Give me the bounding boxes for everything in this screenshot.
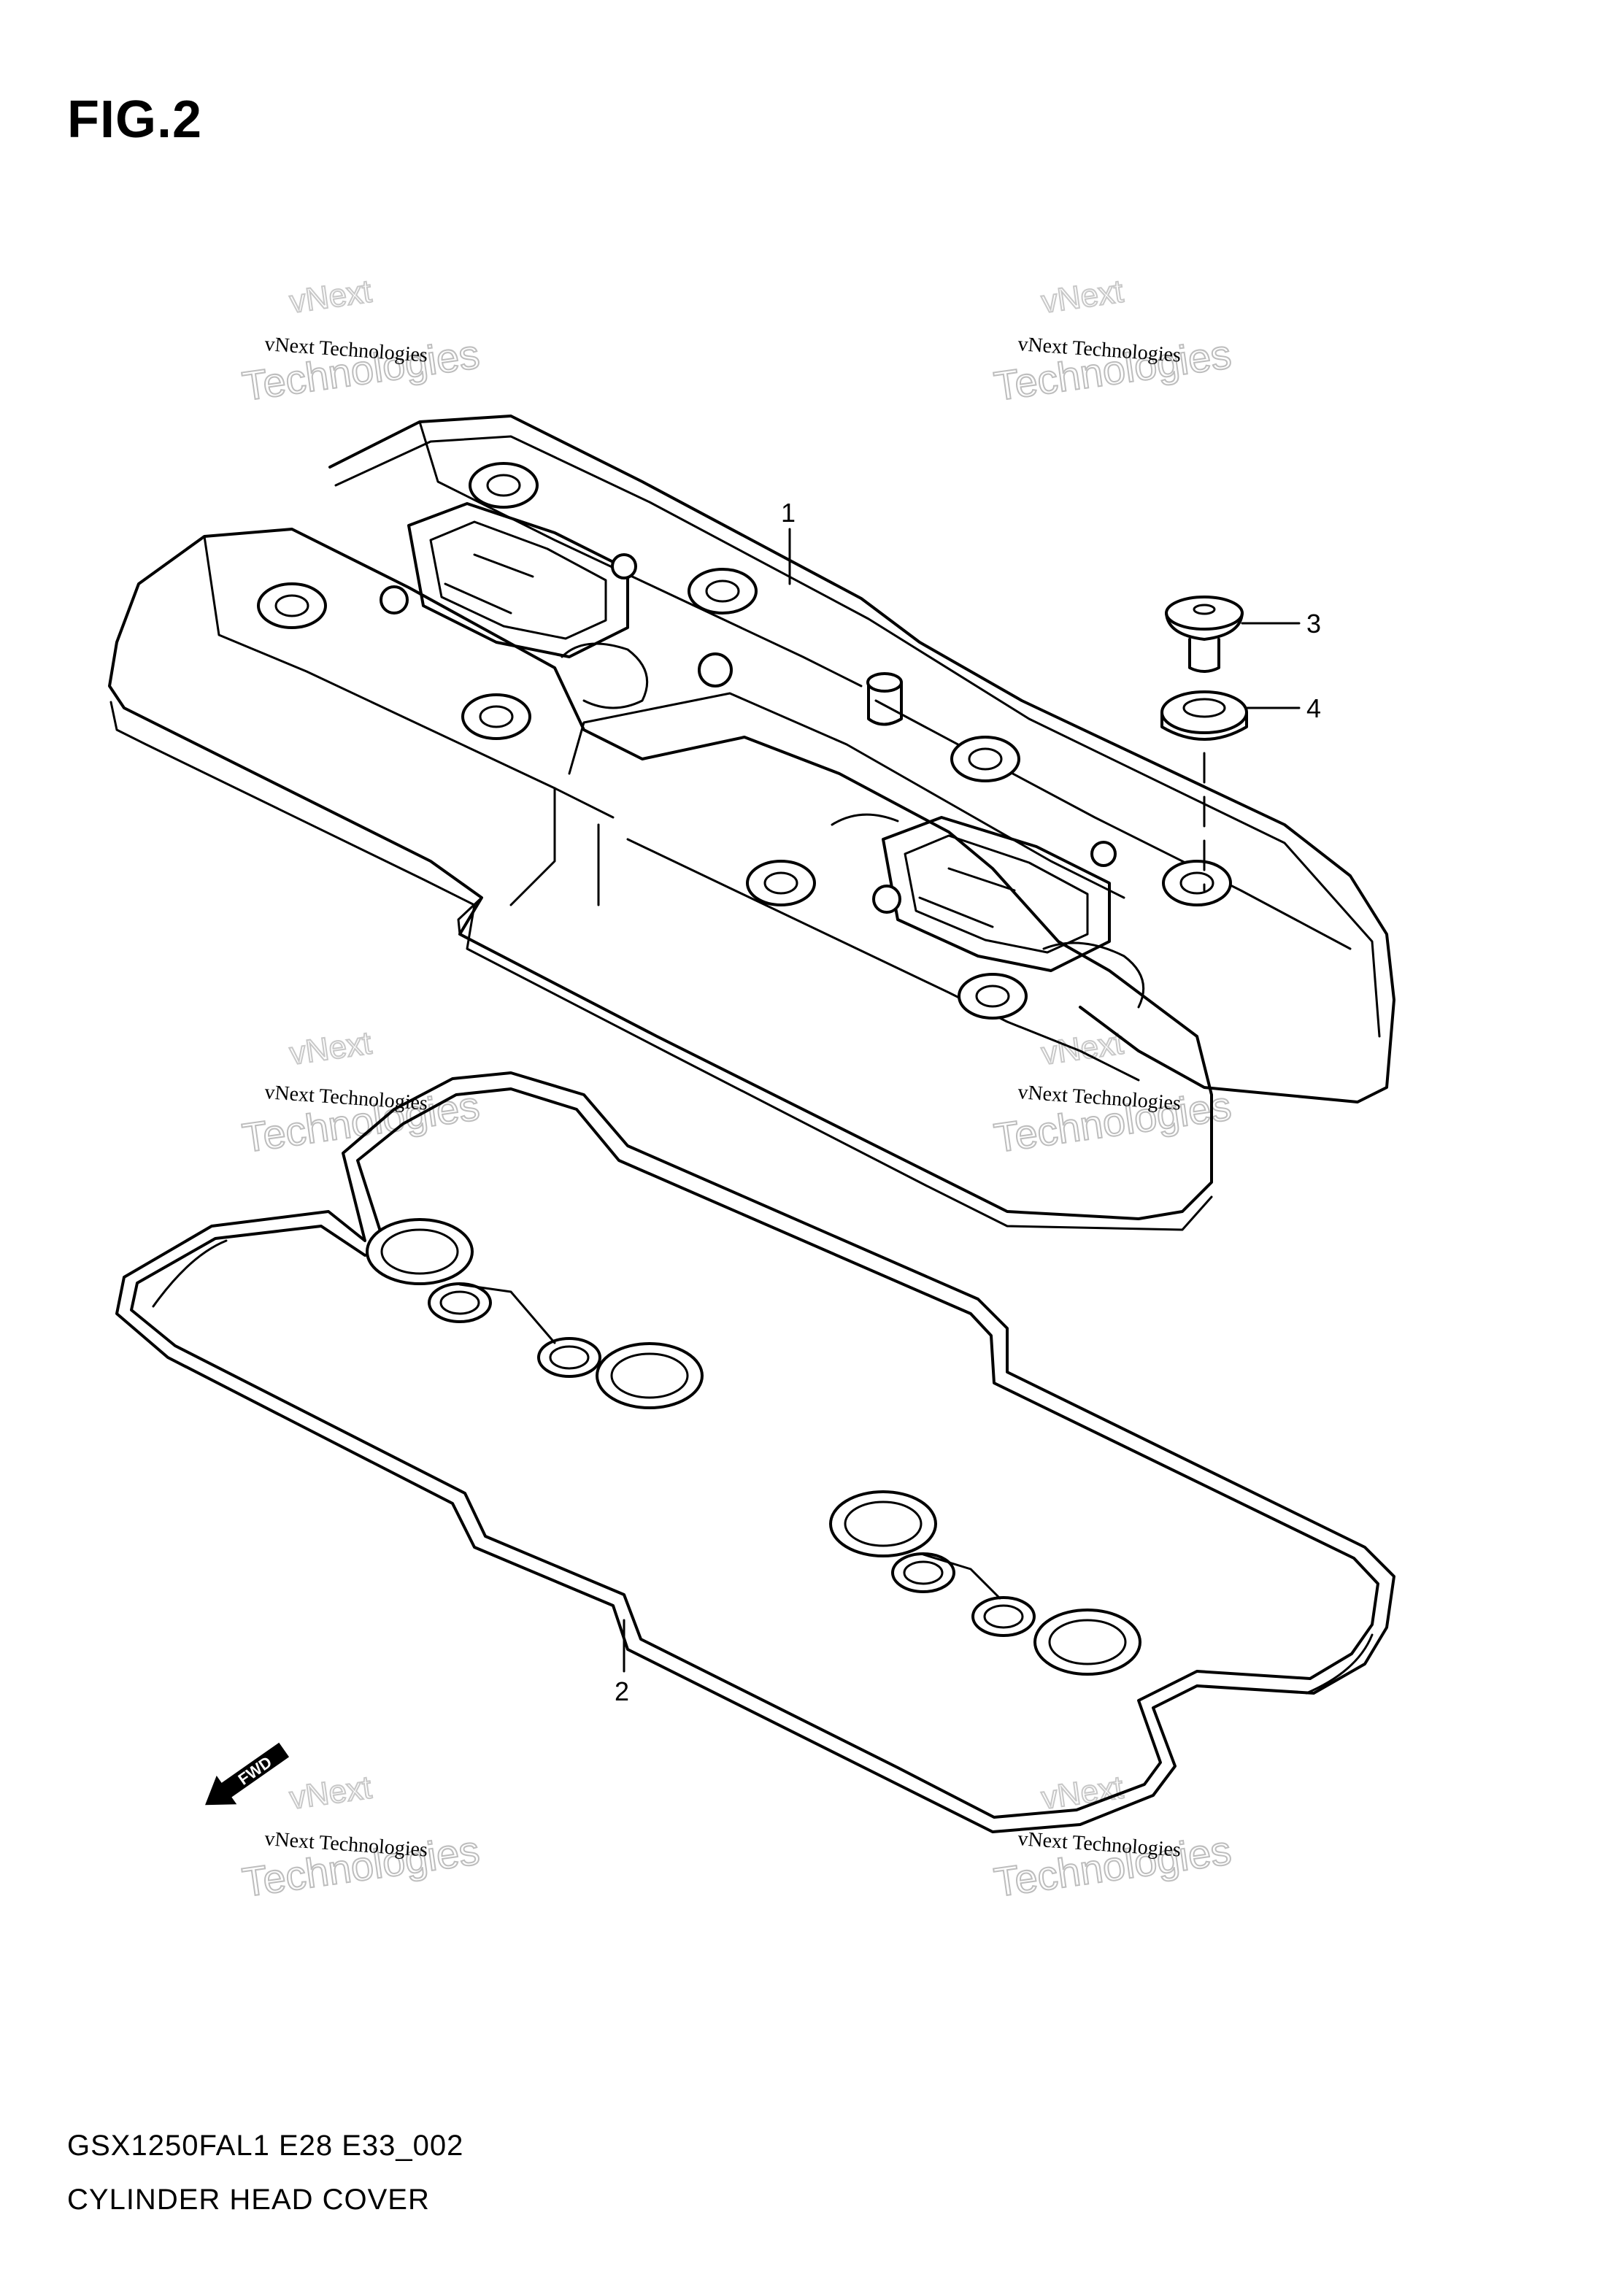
callout-1-number: 1 (781, 498, 796, 528)
watermark-top: vNext (288, 1025, 374, 1072)
figure-title: FIG.2 (67, 90, 203, 149)
watermark-top: vNext (1039, 274, 1125, 320)
watermark-top: vNext (288, 1770, 374, 1817)
washer-drawing (1160, 690, 1248, 741)
callout-4-number: 4 (1306, 693, 1321, 723)
fwd-direction-marker: FWD (205, 1742, 290, 1806)
callout-3: 3 (1241, 609, 1321, 639)
callout-3-number: 3 (1306, 609, 1321, 639)
bolt-boss-group (257, 462, 1232, 1020)
cover-gasket-drawing (115, 1071, 1395, 1833)
bolt-drawing (1165, 596, 1244, 673)
cylinder-head-cover-drawing (108, 415, 1395, 1231)
assembly-name: CYLINDER HEAD COVER (67, 2184, 430, 2216)
callout-1: 1 (781, 498, 796, 585)
model-code: GSX1250FAL1 E28 E33_002 (67, 2130, 464, 2162)
callout-2-number: 2 (615, 1676, 629, 1706)
callout-2: 2 (615, 1619, 629, 1706)
callout-4: 4 (1245, 693, 1321, 723)
watermark-top: vNext (288, 274, 374, 320)
